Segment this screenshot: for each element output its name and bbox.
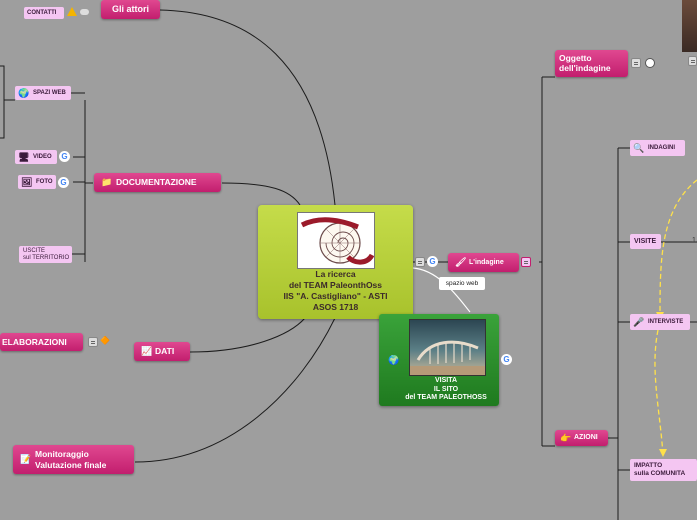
pickaxe-icon: 🖌 xyxy=(455,257,467,267)
interviste-node[interactable]: 🎤 INTERVISTE xyxy=(630,314,690,330)
google-drive-icon[interactable] xyxy=(67,7,77,16)
interviste-label: INTERVISTE xyxy=(648,319,684,325)
globe-icon: 🌍 xyxy=(388,355,400,365)
microphone-icon: 🎤 xyxy=(633,317,645,327)
apps-icon: 🔶 xyxy=(100,336,110,345)
elaborazioni-node[interactable]: ELABORAZIONI xyxy=(0,333,83,351)
notes-icon[interactable] xyxy=(88,337,98,347)
google-icon[interactable]: G xyxy=(58,177,69,188)
visite-count: 1 xyxy=(692,237,696,244)
uscite-node[interactable]: USCITE sul TERRITORIO xyxy=(19,246,72,263)
indagini-node[interactable]: 🔍 INDAGINI xyxy=(630,140,685,156)
azioni-node[interactable]: 👉 AZIONI xyxy=(555,430,608,446)
folder-icon: 📁 xyxy=(101,177,113,187)
notes-icon[interactable] xyxy=(631,58,641,68)
google-icon[interactable]: G xyxy=(501,354,512,365)
monitoraggio-label: Monitoraggio Valutazione finale xyxy=(35,449,107,470)
notes-icon[interactable] xyxy=(415,257,425,267)
visita-sito-node[interactable]: 🌍 VISITA IL SITO del TEAM PALEOTHOSS xyxy=(379,314,499,406)
monitor-icon: 🖥 xyxy=(18,152,30,162)
visita-label: VISITA IL SITO del TEAM PALEOTHOSS xyxy=(405,377,487,401)
visite-node[interactable]: VISITE xyxy=(630,234,661,249)
video-node[interactable]: 🖥 VIDEO xyxy=(15,150,57,164)
notes-icon[interactable] xyxy=(688,56,697,66)
impatto-node[interactable]: IMPATTO sulla COMUNITA xyxy=(630,459,697,481)
foto-label: FOTO xyxy=(36,179,53,185)
contatti-node[interactable]: CONTATTI xyxy=(24,7,64,19)
globe-icon: 🌍 xyxy=(18,88,30,98)
dati-node[interactable]: 📈 DATI xyxy=(134,342,190,361)
dinosaur-skeleton-image xyxy=(409,319,486,376)
gli-attori-node[interactable]: Gli attori xyxy=(101,0,160,19)
monitoraggio-node[interactable]: 📝 Monitoraggio Valutazione finale xyxy=(13,445,134,474)
ammonite-logo-image xyxy=(300,217,374,265)
oggetto-indagine-node[interactable]: Oggetto dell'indagine xyxy=(555,50,628,77)
spazi-web-label: SPAZI WEB xyxy=(33,90,66,96)
lindagine-node[interactable]: 🖌 L'indagine xyxy=(448,253,519,272)
dati-label: DATI xyxy=(155,346,175,356)
central-node[interactable]: La ricerca del TEAM PaleonthOss IIS "A. … xyxy=(258,205,413,319)
cloud-icon xyxy=(80,9,89,15)
info-icon[interactable] xyxy=(645,58,655,68)
lindagine-label: L'indagine xyxy=(469,259,504,266)
azioni-label: AZIONI xyxy=(574,434,598,441)
paleontoss-logo xyxy=(297,212,375,269)
video-label: VIDEO xyxy=(33,154,52,160)
notes-icon[interactable] xyxy=(521,257,531,267)
photo-icon: 🖼 xyxy=(21,177,33,187)
checklist-icon: 📝 xyxy=(20,454,32,464)
google-icon[interactable]: G xyxy=(59,151,70,162)
google-icon[interactable]: G xyxy=(427,256,438,267)
spazi-web-node[interactable]: 🌍 SPAZI WEB xyxy=(15,86,71,100)
documentazione-node[interactable]: 📁 DOCUMENTAZIONE xyxy=(94,173,221,192)
chart-icon: 📈 xyxy=(141,346,153,356)
spazio-web-label: spazio web xyxy=(439,277,485,290)
central-title: La ricerca del TEAM PaleonthOss IIS "A. … xyxy=(283,269,388,312)
documentazione-label: DOCUMENTAZIONE xyxy=(116,177,197,187)
pointing-hand-icon: 👉 xyxy=(560,433,572,443)
top-right-image-thumbnail xyxy=(682,0,697,52)
brush-icon: 🔍 xyxy=(633,143,645,153)
foto-node[interactable]: 🖼 FOTO xyxy=(18,175,56,189)
indagini-label: INDAGINI xyxy=(648,145,675,151)
